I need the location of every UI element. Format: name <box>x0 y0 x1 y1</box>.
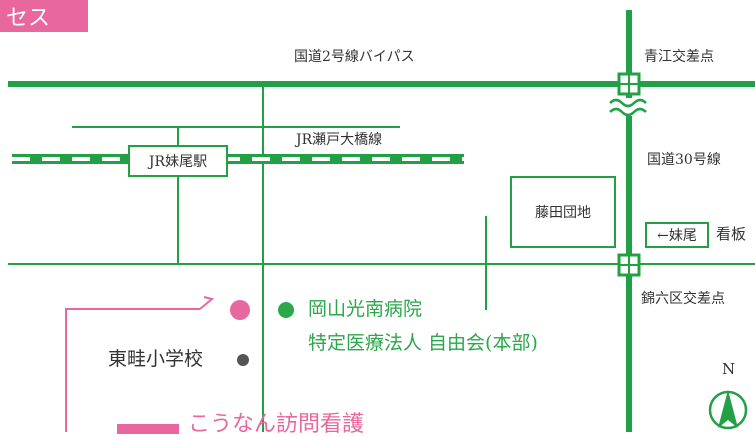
hospital-location-dot <box>278 302 294 318</box>
hospital-corp-label: 特定医療法人 自由会(本部) <box>308 332 538 354</box>
pink-route-line <box>65 308 200 432</box>
nishiki6-intersection-label: 錦六区交差点 <box>641 291 725 307</box>
aoe-intersection-label: 青江交差点 <box>644 49 714 65</box>
hospital-name-label: 岡山光南病院 <box>308 298 423 320</box>
sign-board-label: 看板 <box>716 225 747 243</box>
fujita-danchi-label: 藤田団地 <box>535 205 591 221</box>
pink-location-dot <box>230 300 250 320</box>
compass-north-label: N <box>722 360 736 378</box>
route2-bypass-label: 国道2号線バイパス <box>294 49 415 65</box>
section-header-tab: セス <box>0 0 88 32</box>
jr-senoo-station-label: JR妹尾駅 <box>148 154 208 170</box>
footer-pink-tag <box>117 424 179 434</box>
map-break-wave-bottom <box>609 107 647 117</box>
fujita-danchi-box: 藤田団地 <box>510 176 616 248</box>
map-break-wave-top <box>609 98 647 108</box>
school-label: 東畦小学校 <box>108 348 204 370</box>
senoo-sign-box: ←妹尾 <box>645 222 709 248</box>
footer-partial-text: こうなん訪問看護 <box>188 412 365 437</box>
pink-route-arrowhead <box>199 296 215 310</box>
jr-seto-ohashi-label: JR瀬戸大橋線 <box>296 132 383 148</box>
school-location-dot <box>237 354 249 366</box>
senoo-sign-arrow-text: ←妹尾 <box>657 228 697 244</box>
route30-label: 国道30号線 <box>647 152 721 168</box>
compass-needle <box>718 390 738 428</box>
jr-senoo-station-box: JR妹尾駅 <box>128 145 228 177</box>
